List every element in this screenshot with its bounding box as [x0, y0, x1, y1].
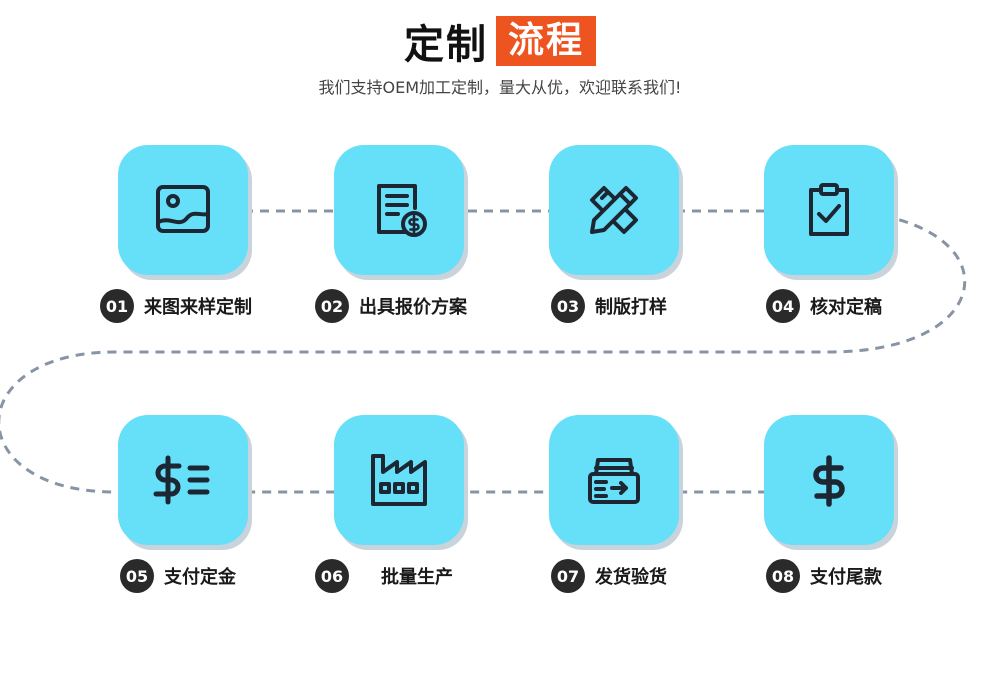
step-01-tile: [118, 145, 248, 275]
step-03-tile: [549, 145, 679, 275]
step-02-text: 出具报价方案: [359, 297, 467, 318]
pencil-ruler-icon: [590, 186, 638, 234]
step-01-badge: 01: [100, 289, 134, 323]
step-01-label: 01 来图来样定制: [100, 289, 252, 323]
step-06-badge: 06: [315, 559, 349, 593]
step-04-label: 04 核对定稿: [766, 289, 882, 323]
step-02-label: 02 出具报价方案: [315, 289, 467, 323]
step-04-text: 核对定稿: [810, 297, 882, 318]
header: 定制 流程: [0, 12, 1000, 70]
step-01-text: 来图来样定制: [144, 297, 252, 318]
step-07-text: 发货验货: [595, 567, 667, 588]
subtitle: 我们支持OEM加工定制，量大从优，欢迎联系我们!: [318, 78, 682, 97]
dollar-list-icon: [153, 455, 210, 505]
step-03-text: 制版打样: [595, 297, 667, 318]
clipboard-check-icon: [809, 183, 849, 236]
image-icon: [156, 185, 210, 233]
step-02-badge: 02: [315, 289, 349, 323]
step-04-badge: 04: [766, 289, 800, 323]
step-02-tile: [334, 145, 464, 275]
step-06-label: 06 批量生产: [315, 559, 453, 593]
step-04-tile: [764, 145, 894, 275]
page-title: 定制 流程: [404, 12, 596, 70]
quote-document-icon: [377, 184, 427, 237]
title-highlight: 流程: [495, 16, 596, 66]
step-05-tile: [118, 415, 248, 545]
factory-icon: [371, 454, 427, 506]
step-08-label: 08 支付尾款: [766, 559, 882, 593]
step-03-badge: 03: [551, 289, 585, 323]
step-05-badge: 05: [120, 559, 154, 593]
step-08-badge: 08: [766, 559, 800, 593]
step-08-text: 支付尾款: [810, 567, 882, 588]
step-06-text: 批量生产: [381, 567, 453, 588]
step-07-tile: [549, 415, 679, 545]
step-07-badge: 07: [551, 559, 585, 593]
step-05-label: 05 支付定金: [120, 559, 236, 593]
step-08-tile: [764, 415, 894, 545]
step-03-label: 03 制版打样: [551, 289, 667, 323]
delivery-box-icon: [588, 458, 640, 504]
step-05-text: 支付定金: [164, 567, 236, 588]
step-06-tile: [334, 415, 464, 545]
step-07-label: 07 发货验货: [551, 559, 667, 593]
dollar-icon: [813, 455, 845, 507]
title-plain: 定制: [403, 22, 488, 68]
